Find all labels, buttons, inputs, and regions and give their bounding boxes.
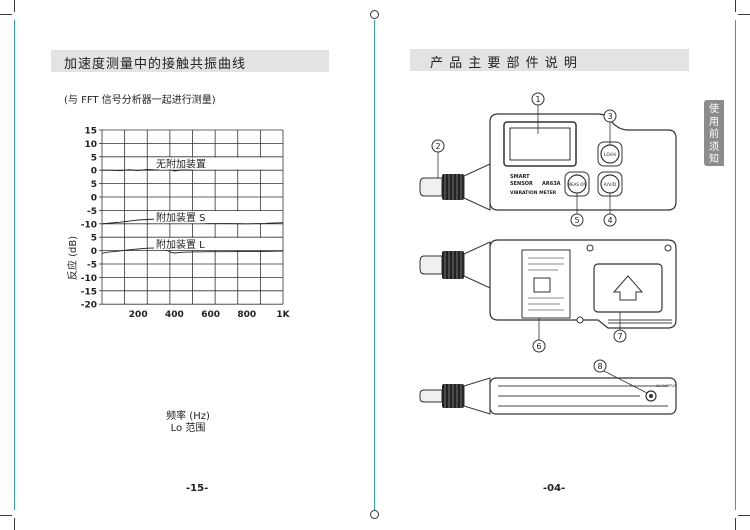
device-brand-sensor: SENSOR <box>510 181 533 187</box>
x-tick-label: 400 <box>165 310 184 320</box>
callout-4: 4 <box>607 216 612 225</box>
y-axis-label: 反应 (dB) <box>66 236 79 280</box>
right-title-bar <box>410 49 689 71</box>
crop-mark-top-left-h <box>0 14 12 15</box>
panel-label-bg <box>154 211 266 224</box>
y-tick-label: 0 <box>91 167 97 177</box>
svg-text:A/V/D: A/V/D <box>604 182 617 188</box>
y-tick-label: 15 <box>84 127 97 137</box>
crop-mark-top-right-h <box>738 14 750 15</box>
contact-resonance-chart: 反应 (dB) 15 10 5 0 5 0 -5 -10 5 0 -5 -10 -15 -20 200 400… <box>66 127 291 435</box>
right-page-number: -04- <box>543 483 566 494</box>
y-tick-label: -5 <box>87 261 97 271</box>
right-trim-line <box>735 20 736 510</box>
crop-mark-bottom-left <box>14 518 15 530</box>
callout-6: 6 <box>536 342 541 351</box>
callout-8: 8 <box>597 362 602 371</box>
ac-output-label: AC OUTPUT <box>656 384 677 388</box>
device-side-view: AC OUTPUT 8 <box>419 359 677 415</box>
callout-3: 3 <box>607 112 612 121</box>
y-tick-label: 5 <box>91 153 97 163</box>
chart-grid <box>99 129 284 305</box>
callout-7: 7 <box>617 332 622 341</box>
x-tick-label: 200 <box>129 310 148 320</box>
crop-mark-top-right <box>735 0 736 12</box>
left-trim-line <box>14 20 15 510</box>
device-front-view: SMART SENSOR AR63A VIBRATION METER LO/Hi… <box>419 92 677 227</box>
callout-2: 2 <box>435 142 440 151</box>
x-tick-label: 800 <box>237 310 256 320</box>
left-page-title: 加速度测量中的接触共振曲线 <box>64 57 247 72</box>
panel-label-bg <box>154 157 266 170</box>
crop-mark-top-left <box>14 0 15 12</box>
panel-label: 附加装置 L <box>156 238 205 251</box>
x-axis-label-range: Lo 范围 <box>171 421 206 434</box>
x-tick-label: 600 <box>201 310 220 320</box>
y-tick-label: -10 <box>81 220 97 230</box>
crop-mark-bottom-right <box>735 518 736 530</box>
crop-mark-bottom-right-h <box>738 515 750 516</box>
registration-mark-top <box>370 10 379 19</box>
x-tick-label: 1K <box>276 310 290 320</box>
side-tab-label: 使用前须知 <box>709 104 719 165</box>
center-fold-line <box>374 20 375 510</box>
y-tick-label: -5 <box>87 207 97 217</box>
lo-hi-button-label: LO/Hi <box>604 152 616 158</box>
callout-5: 5 <box>574 216 579 225</box>
side-tab-before-use: 使用前须知 <box>704 100 724 166</box>
panel-label: 无附加装置 <box>156 158 206 171</box>
chart-tick-labels: 15 10 5 0 5 0 -5 -10 5 0 -5 -10 -15 -20 200 400 600 800 1K <box>81 127 291 321</box>
left-page-number: -15- <box>186 483 209 494</box>
left-title-bar <box>51 50 329 72</box>
device-back-view: 6 7 <box>419 239 677 353</box>
y-tick-label: 0 <box>91 194 97 204</box>
y-tick-label: 10 <box>84 140 97 150</box>
y-tick-label: -20 <box>81 301 97 311</box>
registration-mark-bottom <box>370 510 379 519</box>
device-vibration-meter: VIBRATION METER <box>510 190 557 196</box>
x-axis-label: 频率 (Hz) <box>166 409 210 422</box>
y-tick-label: 5 <box>91 180 97 190</box>
left-page-subtitle: (与 FFT 信号分析器一起进行测量) <box>64 95 216 106</box>
device-brand-smart: SMART <box>510 174 530 180</box>
series-line <box>102 167 193 172</box>
y-tick-label: -15 <box>81 287 97 297</box>
callout-1: 1 <box>535 95 540 104</box>
panel-label-bg <box>154 237 266 250</box>
y-tick-label: 5 <box>91 234 97 244</box>
device-model: AR63A <box>542 181 561 187</box>
right-page-title: 产 品 主 要 部 件 说 明 <box>430 56 578 71</box>
y-tick-label: -10 <box>81 274 97 284</box>
crop-mark-bottom-left-h <box>0 515 12 516</box>
meas-on-button-label: MEAS ON <box>568 182 587 187</box>
y-tick-label: 0 <box>91 247 97 257</box>
series-line <box>101 247 284 254</box>
panel-label: 附加装置 S <box>156 211 206 224</box>
